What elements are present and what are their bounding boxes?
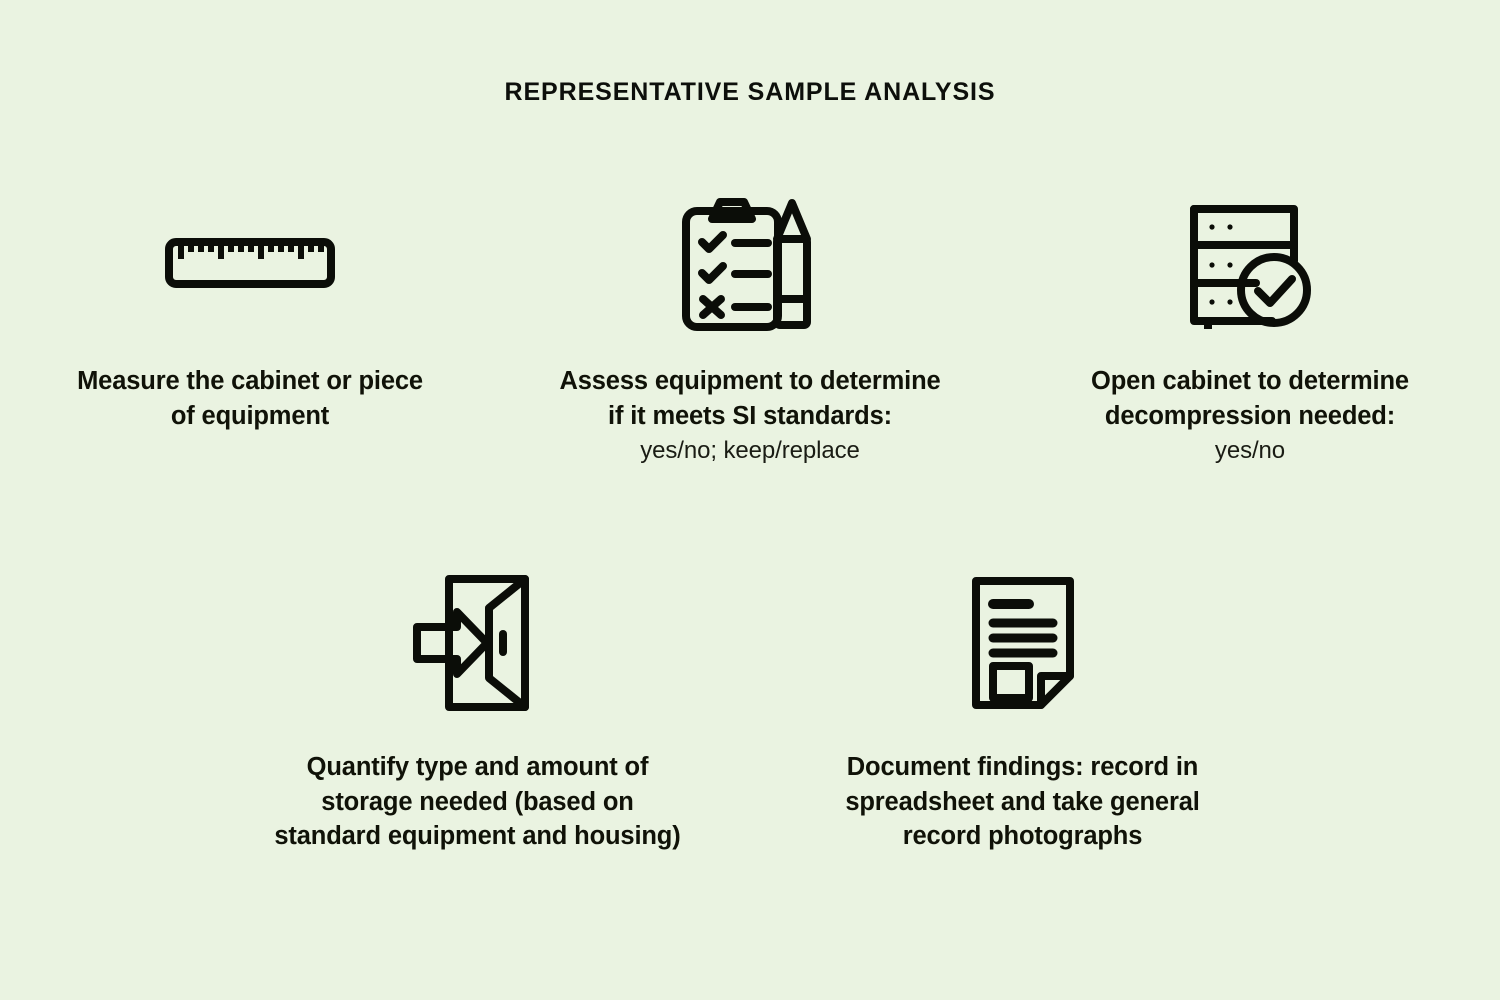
clipboard-checklist-pencil-icon bbox=[680, 190, 820, 340]
caption-line: Assess equipment to determine bbox=[559, 367, 941, 395]
caption-line: record photographs bbox=[902, 822, 1143, 851]
caption-line: storage needed (based on bbox=[321, 787, 634, 816]
step-document-findings: Document findings: record in spreadsheet… bbox=[750, 572, 1295, 854]
ruler-icon bbox=[165, 190, 335, 340]
caption-line: decompression needed: bbox=[1104, 401, 1396, 430]
caption-line: Measure the cabinet or piece bbox=[77, 367, 423, 395]
caption-line: Document findings: record in bbox=[846, 753, 1199, 781]
step-assess: Assess equipment to determine if it meet… bbox=[500, 190, 1000, 468]
step-caption: Measure the cabinet or piece of equipmen… bbox=[77, 364, 423, 433]
document-photo-icon bbox=[971, 572, 1075, 714]
open-door-arrow-icon bbox=[412, 572, 543, 714]
caption-line: Quantify type and amount of bbox=[306, 753, 649, 781]
caption-line: standard equipment and housing) bbox=[274, 822, 681, 851]
step-caption: Assess equipment to determine if it meet… bbox=[559, 364, 940, 468]
caption-subline: yes/no; keep/replace bbox=[640, 437, 860, 465]
page-title: REPRESENTATIVE SAMPLE ANALYSIS bbox=[504, 78, 996, 106]
caption-line: spreadsheet and take general bbox=[845, 787, 1200, 816]
caption-line: Open cabinet to determine bbox=[1091, 367, 1409, 395]
caption-line: if it meets SI standards: bbox=[608, 401, 892, 430]
step-open-cabinet: Open cabinet to determine decompression … bbox=[1000, 190, 1500, 468]
steps-row-top: Measure the cabinet or piece of equipmen… bbox=[0, 190, 1500, 468]
caption-line: of equipment bbox=[170, 401, 330, 430]
step-quantify-storage: Quantify type and amount of storage need… bbox=[205, 572, 750, 854]
step-caption: Open cabinet to determine decompression … bbox=[1091, 364, 1409, 468]
steps-row-bottom: Quantify type and amount of storage need… bbox=[0, 572, 1500, 854]
cabinet-check-icon bbox=[1186, 190, 1314, 340]
step-measure: Measure the cabinet or piece of equipmen… bbox=[0, 190, 500, 468]
step-caption: Quantify type and amount of storage need… bbox=[274, 750, 680, 854]
caption-subline: yes/no bbox=[1214, 437, 1286, 465]
step-caption: Document findings: record in spreadsheet… bbox=[845, 750, 1200, 854]
